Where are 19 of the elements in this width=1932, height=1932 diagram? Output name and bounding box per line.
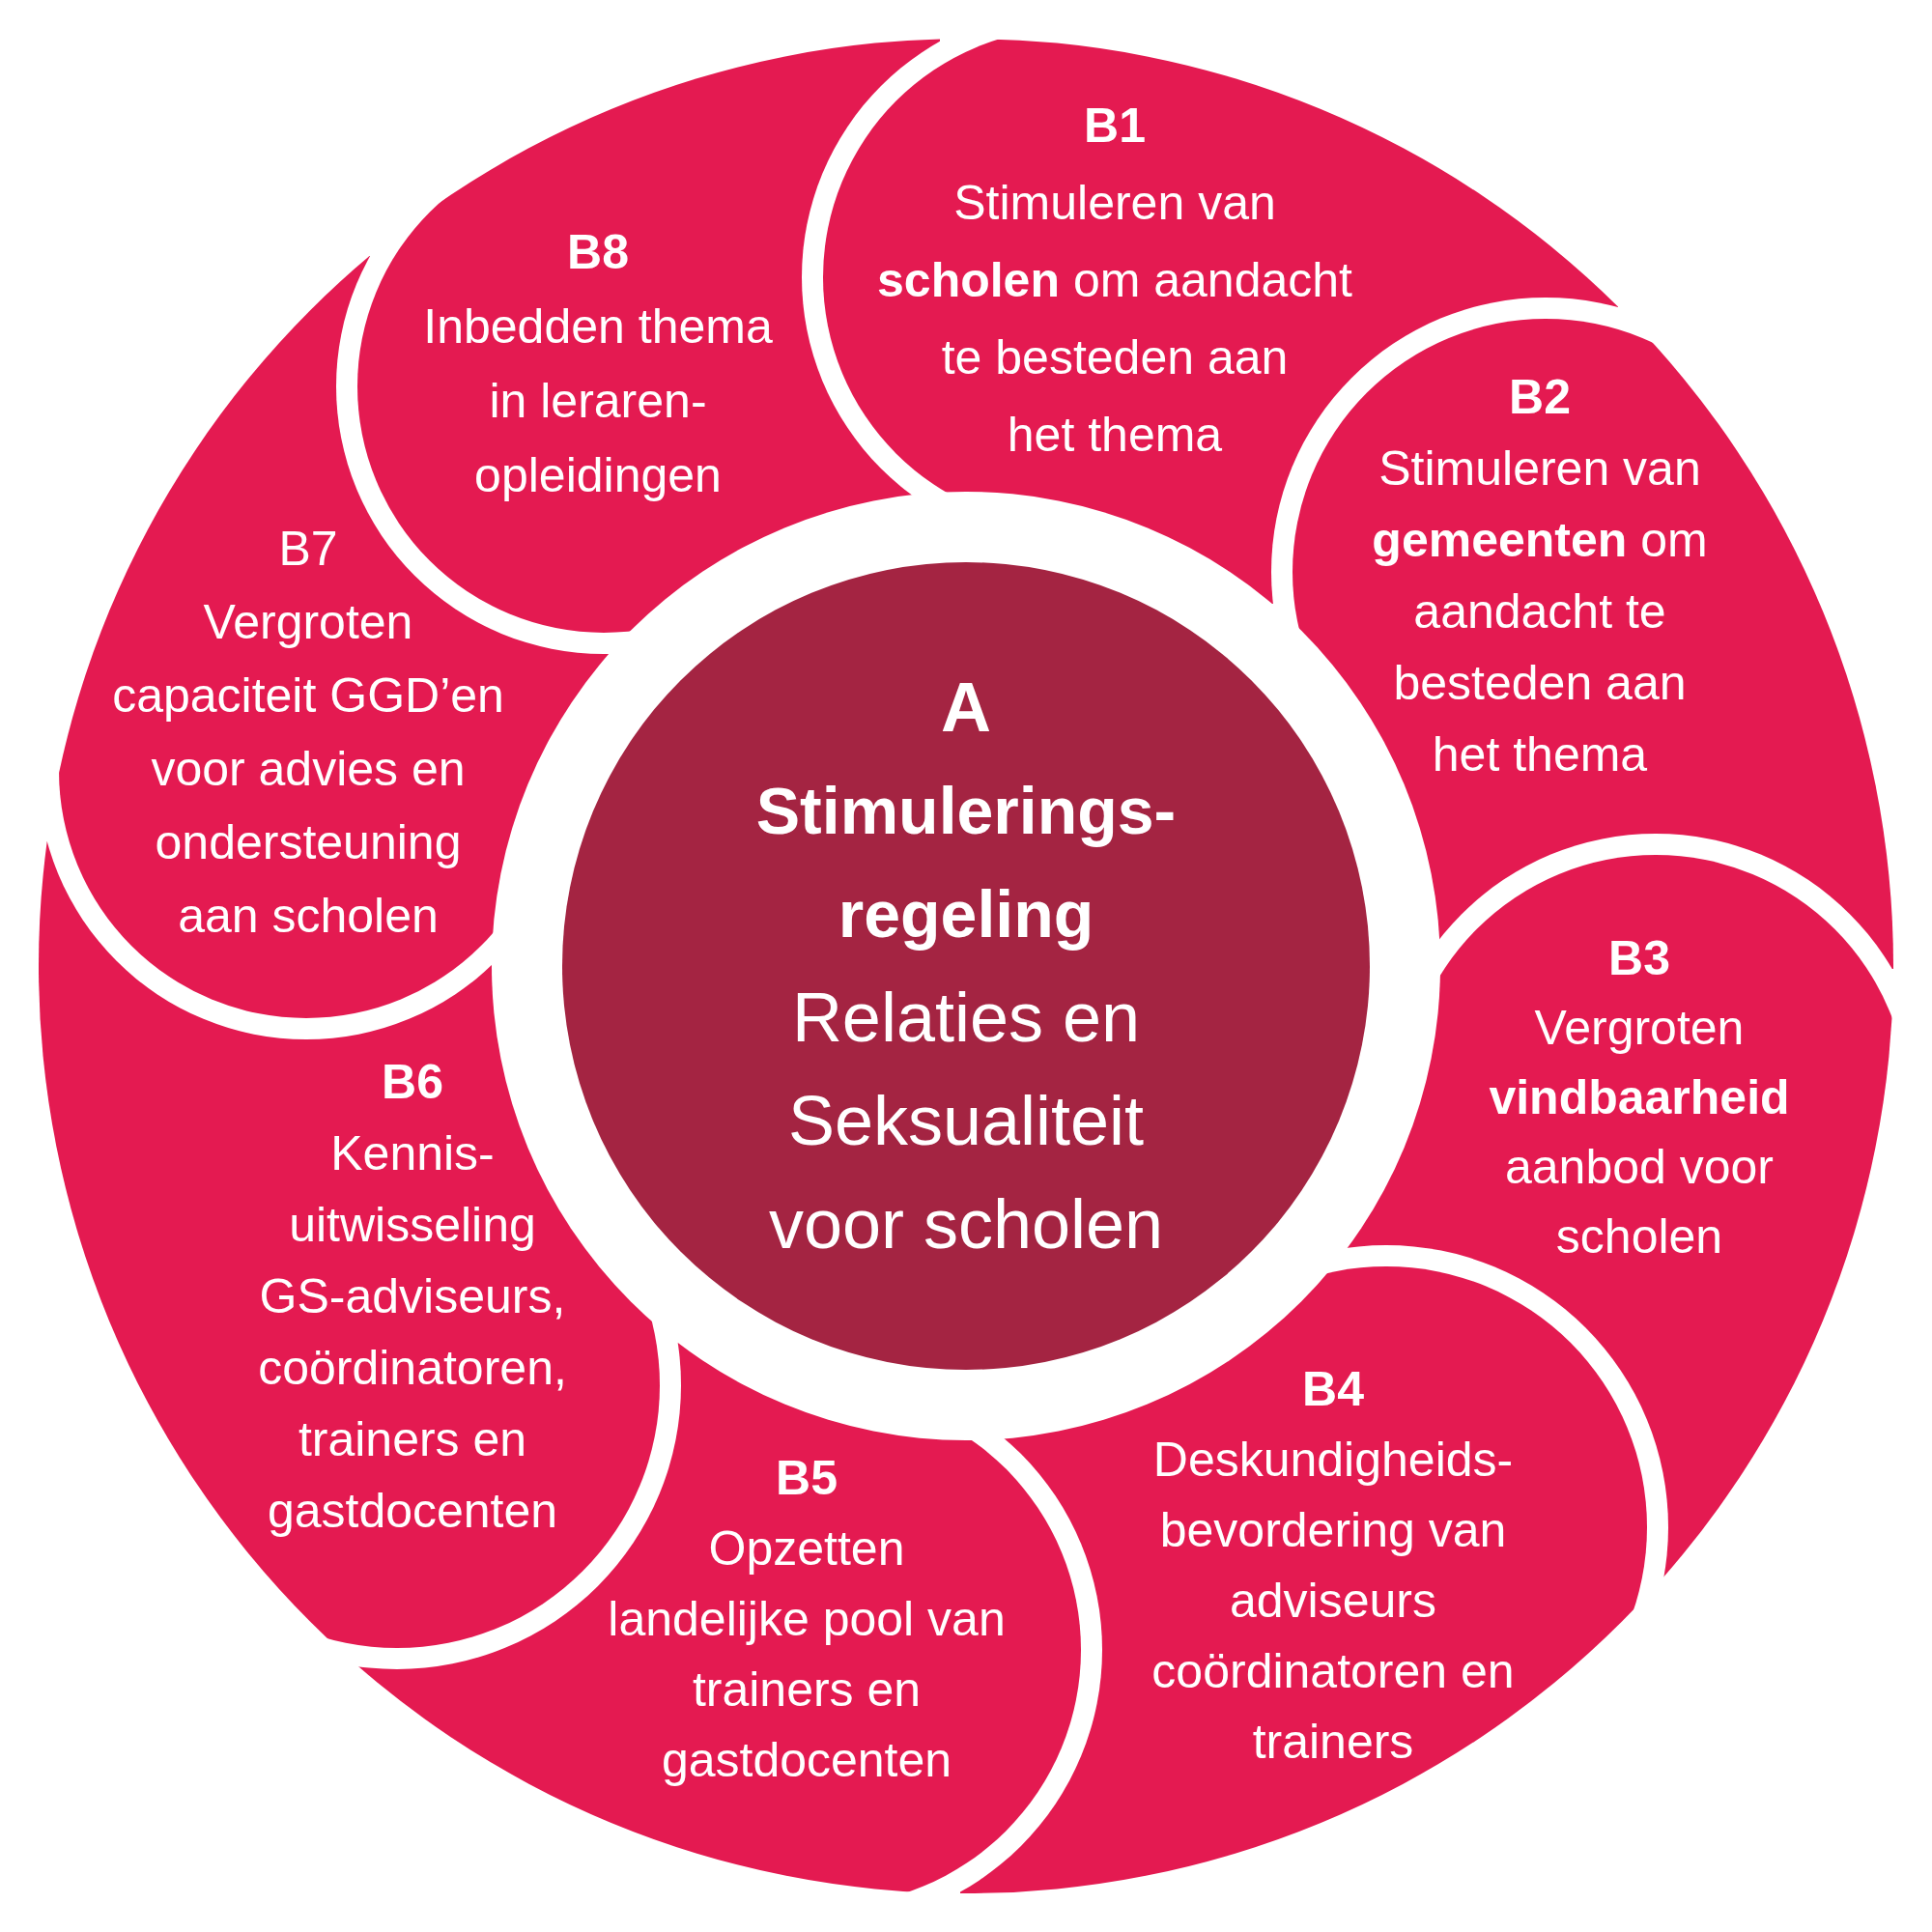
segment-code: B6: [382, 1054, 443, 1111]
segment-description: Vergroten vindbaarheid aanbod voor scholen: [1489, 1000, 1790, 1265]
segment-code: B5: [776, 1450, 838, 1507]
circle-letter: A: [941, 668, 991, 748]
circle-subtitle: Relaties en Seksualiteit voor scholen: [768, 978, 1164, 1264]
segment-description: Vergroten capaciteit GGD’en voor advies en ondersteuning aan scholen: [112, 594, 504, 945]
segment-description: Stimuleren van gemeenten om aandacht te besteden aan het thema: [1372, 440, 1708, 783]
segment-code: B4: [1302, 1361, 1364, 1418]
segment-code: B2: [1509, 369, 1571, 426]
segment-description: Deskundigheids- bevordering van adviseurs coördinatoren en trainers: [1151, 1432, 1515, 1771]
segment-code: B7: [278, 521, 338, 578]
segment-code: B8: [567, 224, 629, 281]
circle-title: Stimulerings- regeling: [755, 773, 1177, 952]
segment-description: Stimuleren van scholen om aandacht te besteden aan het thema: [877, 175, 1352, 464]
segment-code: B1: [1084, 98, 1146, 155]
segment-description: Opzetten landelijke pool van trainers en gastdocenten: [608, 1520, 1006, 1789]
segment-code: B3: [1608, 930, 1670, 987]
segment-description: Kennis- uitwisseling GS-adviseurs, coördinatoren, trainers en gastdocenten: [258, 1125, 567, 1540]
segment-description: Inbedden thema in leraren- opleidingen: [423, 298, 773, 504]
